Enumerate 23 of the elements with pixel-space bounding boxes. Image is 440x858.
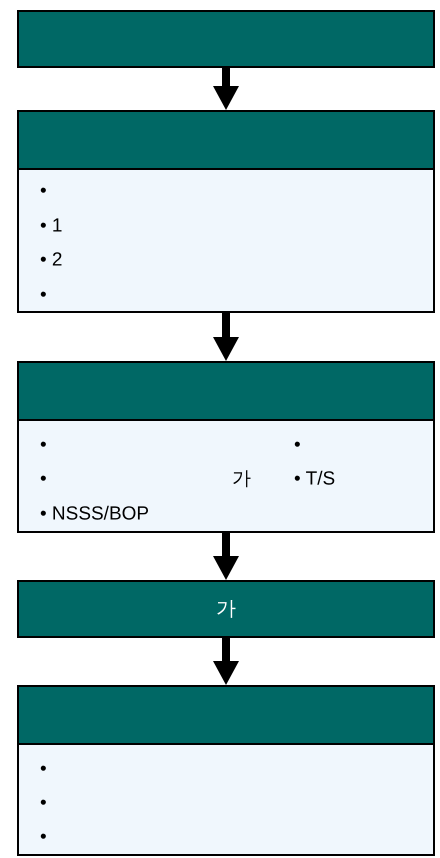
bullet-item: • NSSS/BOP	[40, 504, 150, 524]
bullet-item: • 2	[40, 250, 62, 270]
bullet-item: •	[40, 286, 47, 304]
bullet-item: 가	[232, 470, 251, 488]
process-bar	[17, 10, 435, 68]
bullet-item: •	[40, 760, 47, 778]
arrow	[213, 638, 239, 685]
process-bar	[17, 580, 435, 638]
bullet-item: •	[40, 182, 47, 200]
bar-title: 가	[216, 597, 236, 622]
bullet-item: • T/S	[294, 470, 336, 488]
arrow	[213, 533, 239, 580]
bullet-item: •	[40, 470, 47, 488]
arrow	[213, 68, 239, 110]
bullet-item: •	[40, 828, 47, 846]
bullet-item: •	[294, 436, 301, 454]
step-card	[17, 110, 435, 313]
arrow	[213, 313, 239, 361]
bullet-item: • 1	[40, 216, 62, 236]
step-card	[17, 361, 435, 533]
step-card	[17, 685, 435, 856]
bullet-item: •	[40, 436, 47, 454]
bullet-item: •	[40, 794, 47, 812]
